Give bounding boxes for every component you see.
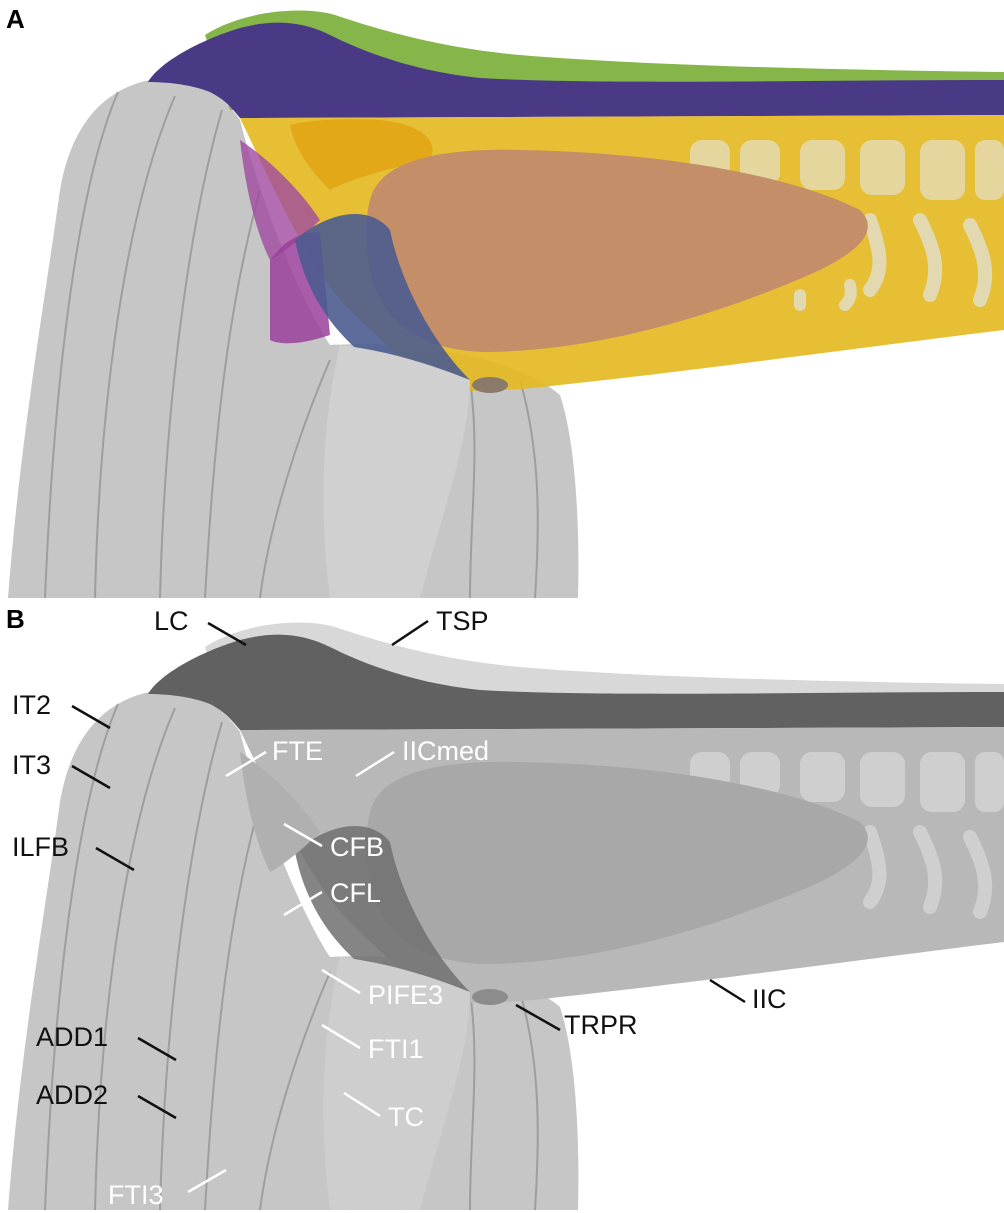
label-fti3: FTI3 [108,1180,164,1210]
label-lc: LC [154,606,189,636]
label-tc: TC [388,1102,424,1132]
panel-a-orange-muscle [366,149,868,352]
panel-a-cfl [295,213,470,387]
panel-a-lc [148,22,1004,119]
leader-lines-light [187,750,395,1194]
panel-a-illustration [8,10,1004,599]
panel-b-trpr [472,989,508,1005]
panel-a-label: A [6,4,25,34]
label-cfb: CFB [330,832,384,862]
panel-a-iicmed [290,119,433,190]
panel-b-limb-highlight [323,957,470,1210]
label-iicmed: IICmed [402,736,490,766]
label-it2: IT2 [12,690,52,720]
panel-b-vertebrae [690,752,1004,919]
panel-a-limb-highlight [323,345,470,598]
label-cfl: CFL [330,878,382,908]
panel-a-trpr [472,377,508,393]
panel-a-cfb [240,140,320,260]
panel-b-cfb [240,752,320,872]
label-ilfb: ILFB [12,832,70,862]
panel-a-muscle-fibers [44,91,539,599]
panel-b-illustration [8,619,1004,1211]
label-iic: IIC [752,984,787,1014]
label-tsp: TSP [436,606,489,636]
label-fti1: FTI1 [368,1034,424,1064]
panel-b-cfl [295,825,470,999]
label-add2: ADD2 [36,1080,109,1110]
label-it3: IT3 [12,750,52,780]
label-add1: ADD1 [36,1022,109,1052]
panel-b-label: B [6,604,25,634]
leader-lines-dark [71,619,746,1120]
panel-b-lc [148,634,1004,730]
panel-b-orange-muscle [366,761,868,964]
panel-a-vertebrae [690,140,1004,311]
label-pife3: PIFE3 [368,980,444,1010]
label-fte: FTE [272,736,323,766]
label-trpr: TRPR [564,1010,638,1040]
